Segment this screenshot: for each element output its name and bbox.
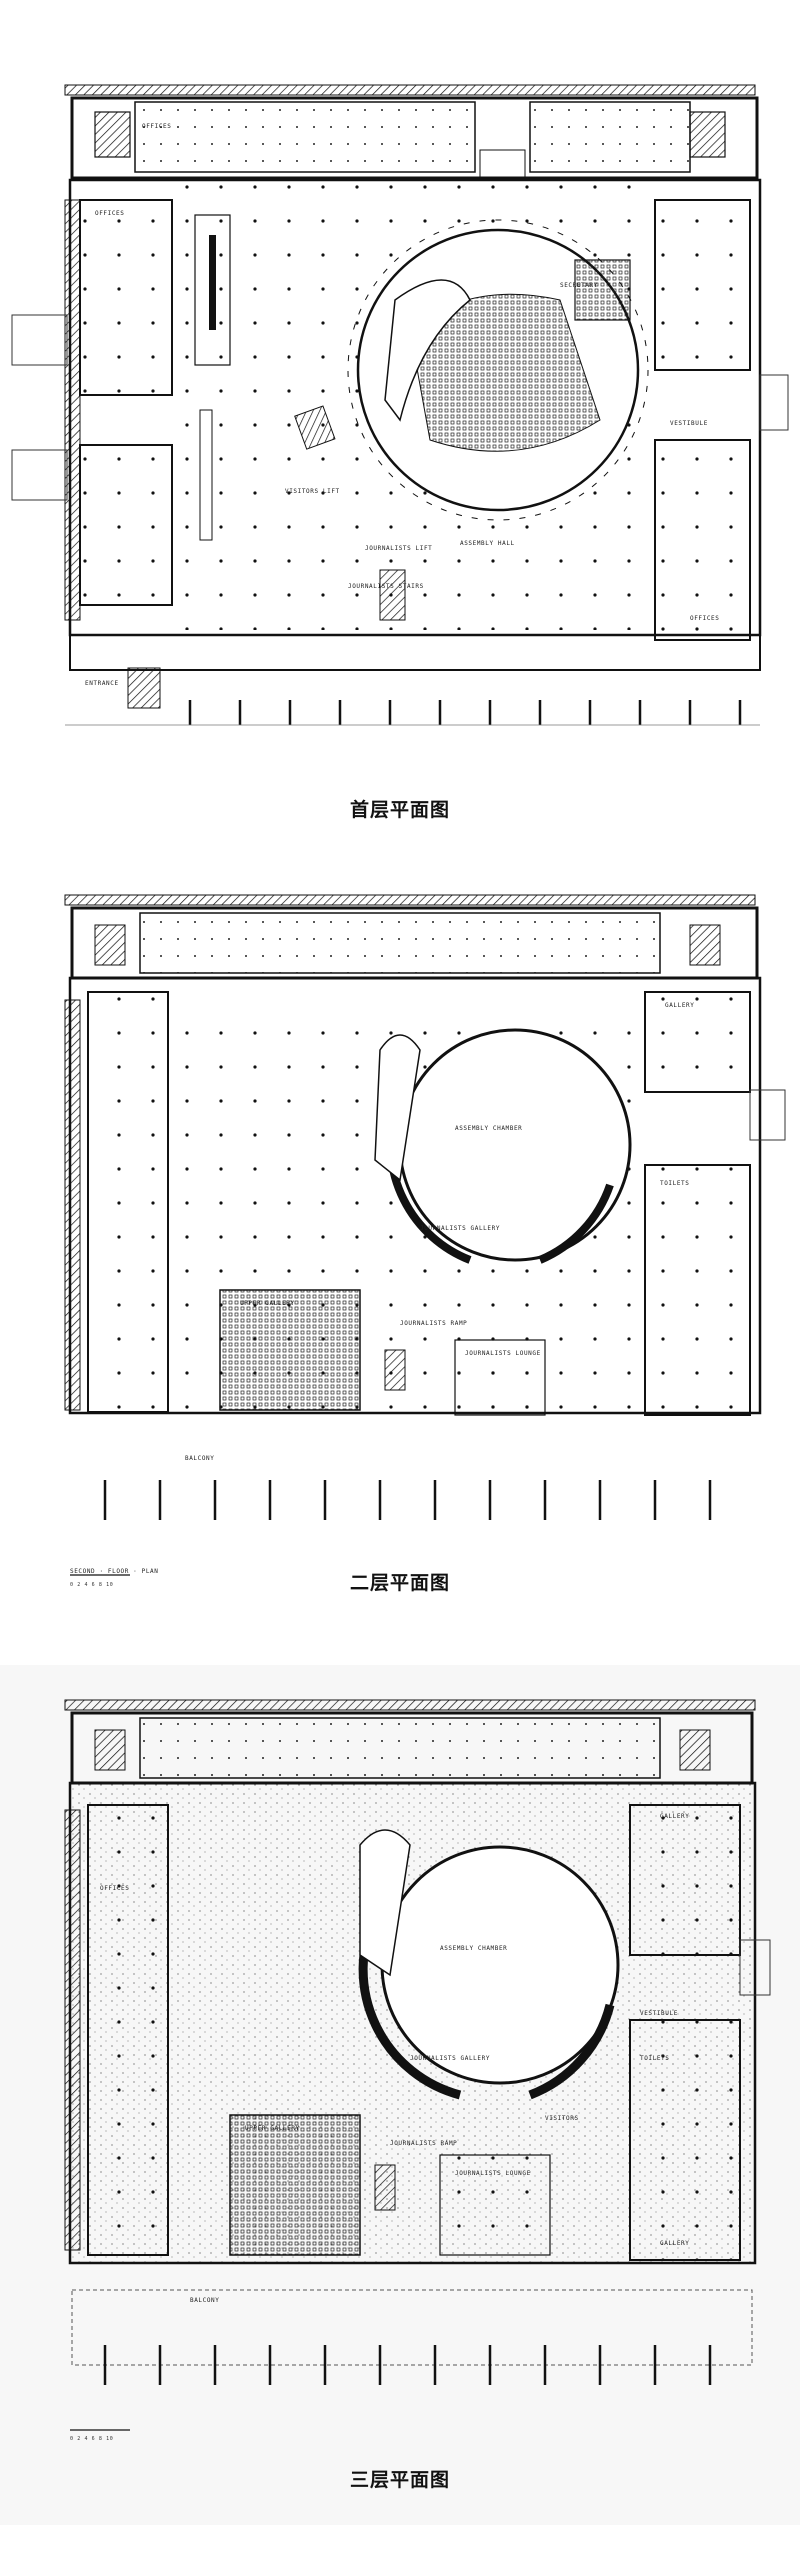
label-journalists-lounge-3: JOURNALISTS LOUNGE — [455, 2170, 531, 2177]
label-offices-3: OFFICES — [100, 1885, 130, 1892]
label-offices-top: OFFICES — [142, 123, 172, 130]
label-toilets-3: TOILETS — [640, 2055, 670, 2062]
label-journalists-stairs: JOURNALISTS STAIRS — [348, 583, 424, 590]
label-visitors-3: VISITORS — [545, 2115, 579, 2122]
svg-text:0 2 4 6 8 10: 0 2 4 6 8 10 — [70, 1582, 113, 1588]
label-vestibule: VESTIBULE — [670, 420, 708, 427]
label-offices-left: OFFICES — [95, 210, 125, 217]
label-journalists-lift: JOURNALISTS LIFT — [365, 545, 433, 552]
label-upper-gallery-2: UPPER GALLERY — [240, 1300, 295, 1307]
ground-floor-plan — [11, 84, 789, 726]
label-balcony-3: BALCONY — [190, 2297, 220, 2304]
svg-text:0 2 4 6 8 10: 0 2 4 6 8 10 — [70, 2436, 113, 2442]
label-journalists-gallery-3: JOURNALISTS GALLERY — [410, 2055, 491, 2062]
second-floor-plan-title: SECOND · FLOOR · PLAN — [70, 1568, 159, 1575]
label-balcony-2: BALCONY — [185, 1455, 215, 1462]
label-upper-gallery-3: UPPER GALLERY — [245, 2125, 300, 2132]
label-assembly-chamber-2: ASSEMBLY CHAMBER — [455, 1125, 523, 1132]
label-journalists-gallery-2: JOURNALISTS GALLERY — [420, 1225, 501, 1232]
second-floor-panel: 0 2 4 6 8 10 ASSEMBLY CHAMBER JOURNALIST… — [0, 880, 800, 1630]
ground-floor-caption: 首层平面图 — [349, 799, 450, 821]
third-floor-panel: 0 2 4 6 8 10 ASSEMBLY CHAMBER JOURNALIST… — [0, 1665, 800, 2525]
second-floor-plan: 0 2 4 6 8 10 — [64, 894, 786, 1588]
label-journalists-ramp-3: JOURNALISTS RAMP — [390, 2140, 458, 2147]
label-gallery-top-3: GALLERY — [660, 1813, 690, 1820]
third-floor-plan: 0 2 4 6 8 10 — [64, 1699, 771, 2442]
label-assembly-chamber-3: ASSEMBLY CHAMBER — [440, 1945, 508, 1952]
label-assembly-hall: ASSEMBLY HALL — [460, 540, 515, 547]
label-offices-right: OFFICES — [690, 615, 720, 622]
label-visitors-lift: VISITORS LIFT — [285, 488, 340, 495]
label-toilets-2: TOILETS — [660, 1180, 690, 1187]
label-secretary: SECRETARY — [560, 282, 598, 289]
ground-floor-panel: OFFICES ASSEMBLY HALL SECRETARY JOURNALI… — [0, 0, 800, 830]
label-vestibule-3: VESTIBULE — [640, 2010, 678, 2017]
label-gallery-2: GALLERY — [665, 1002, 695, 1009]
label-journalists-lounge-2: JOURNALISTS LOUNGE — [465, 1350, 541, 1357]
third-floor-caption: 三层平面图 — [349, 2469, 450, 2491]
second-floor-caption: 二层平面图 — [349, 1572, 450, 1594]
label-journalists-ramp-2: JOURNALISTS RAMP — [400, 1320, 468, 1327]
label-entrance: ENTRANCE — [85, 680, 119, 687]
label-gallery-bottom-3: GALLERY — [660, 2240, 690, 2247]
